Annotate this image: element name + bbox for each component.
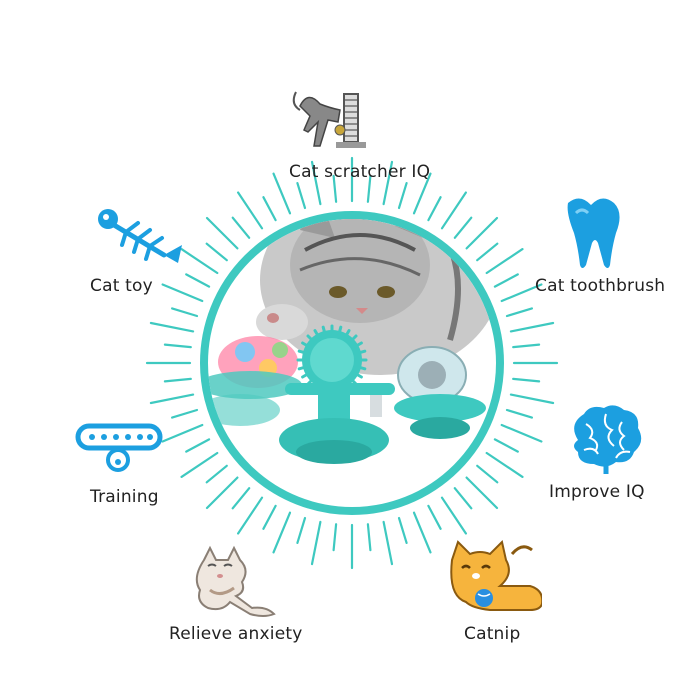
sunburst-ray: [262, 196, 277, 222]
hub-spike: [321, 325, 328, 339]
hub-spike: [313, 329, 322, 341]
sunburst-ray: [412, 511, 432, 554]
sunburst-ray: [149, 321, 195, 333]
hub-spike: [353, 349, 367, 356]
sunburst-ray: [262, 504, 277, 530]
sunburst-ray: [427, 504, 442, 530]
fish-bone-icon: [98, 209, 182, 263]
hub-spike: [301, 370, 313, 379]
sunburst-ray: [440, 496, 467, 535]
sunburst-ray: [509, 321, 555, 333]
sunburst-ray: [332, 174, 338, 203]
sunburst-ray: [476, 464, 499, 484]
sunburst-ray: [185, 438, 211, 453]
hub-spike: [342, 329, 351, 341]
sunburst-ray: [397, 182, 408, 210]
sunburst-ray: [509, 393, 555, 405]
sunburst-ray: [500, 283, 543, 303]
sunburst-ray: [485, 248, 524, 275]
label-training: Training: [90, 487, 159, 507]
sunburst-ray: [231, 487, 251, 510]
sunburst-ray: [493, 438, 519, 453]
hub-spike: [336, 325, 343, 339]
sunburst-ray: [465, 216, 499, 250]
sunburst-ray: [231, 216, 251, 239]
sunburst-ray: [397, 516, 408, 545]
sunburst-ray: [237, 496, 264, 535]
hub-spike: [351, 341, 363, 350]
orange-kitten-icon: [450, 540, 542, 611]
label-cat-scratcher: Cat scratcher IQ: [289, 162, 431, 182]
sunburst-ray: [366, 523, 372, 552]
sunburst-ray: [476, 242, 499, 262]
hub-spike: [297, 349, 311, 356]
sunburst-ray: [453, 487, 473, 510]
relaxed-cat-icon: [195, 545, 276, 617]
sunburst-ray: [171, 307, 199, 318]
cat-scratcher-icon: [292, 91, 366, 148]
label-cat-toothbrush: Cat toothbrush: [535, 276, 666, 296]
tooth-icon: [567, 198, 620, 268]
sunburst-ray: [149, 393, 195, 405]
sunburst-ray: [180, 248, 219, 275]
sunburst-ray: [205, 216, 239, 250]
sunburst-ray: [185, 273, 211, 288]
hub-spike: [351, 370, 363, 379]
hub-spike: [353, 364, 367, 371]
sunburst-ray: [505, 307, 534, 318]
sunburst-ray: [296, 182, 307, 210]
sunburst-ray: [161, 423, 204, 443]
sunburst-ray: [180, 451, 219, 478]
sunburst-ray: [453, 216, 473, 239]
sunburst-ray: [163, 343, 192, 349]
sunburst-ray: [512, 343, 541, 349]
hub-spike: [297, 364, 311, 371]
label-cat-toy: Cat toy: [90, 276, 153, 296]
sunburst-ray: [505, 408, 534, 419]
hub-spike: [306, 375, 317, 386]
sunburst-ray: [332, 523, 338, 552]
sunburst-ray: [205, 476, 239, 510]
sunburst-ray: [366, 174, 372, 203]
sunburst-rays: [145, 156, 559, 570]
sunburst-ray: [171, 408, 199, 419]
sunburst-ray: [161, 283, 204, 303]
label-relieve-anxiety: Relieve anxiety: [169, 624, 303, 644]
sunburst-ray: [163, 377, 192, 383]
brain-icon: [574, 405, 642, 474]
sunburst-ray: [440, 191, 467, 230]
sunburst-ray: [382, 520, 394, 566]
hub-spike: [306, 334, 317, 345]
sunburst-ray: [272, 511, 292, 554]
sunburst-ray: [500, 423, 543, 443]
sunburst-ray: [485, 451, 524, 478]
sunburst-ray: [272, 172, 292, 215]
collar-icon: [75, 423, 163, 472]
sunburst-ray: [465, 476, 499, 510]
sunburst-ray: [412, 172, 432, 215]
sunburst-ray: [296, 516, 307, 545]
sunburst-ray: [512, 377, 541, 383]
sunburst-ray: [427, 196, 442, 222]
hub-spike: [301, 341, 313, 350]
sunburst-ray: [310, 160, 322, 206]
product-photo: [208, 219, 496, 464]
sunburst-ray: [493, 273, 519, 288]
sunburst-ray: [205, 464, 228, 484]
sunburst-ray: [237, 191, 264, 230]
sunburst-ray: [382, 160, 394, 206]
sunburst-ray: [310, 520, 322, 566]
label-catnip: Catnip: [464, 624, 521, 644]
hub-spike: [347, 334, 358, 345]
sunburst-ray: [205, 242, 228, 262]
hub-spike: [347, 375, 358, 386]
label-improve-iq: Improve IQ: [549, 482, 645, 502]
